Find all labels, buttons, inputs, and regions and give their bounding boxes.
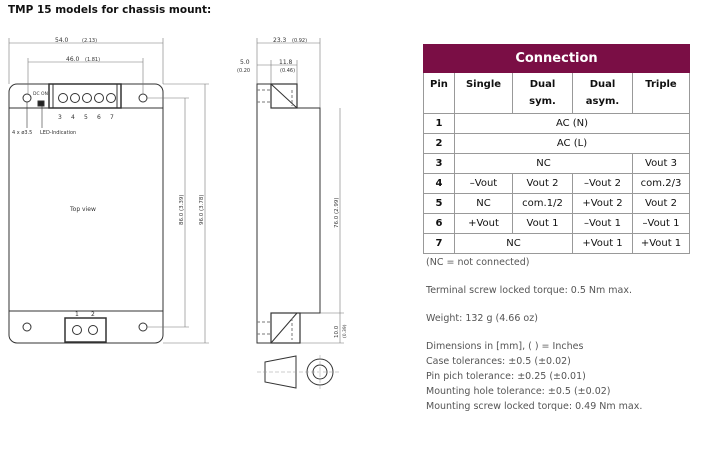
note-screw-torque: Mounting screw locked torque: 0.49 Nm ma…: [426, 401, 643, 412]
table-cell: +Vout 1: [632, 233, 690, 254]
table-title: Connection: [423, 44, 690, 73]
dim-hole-spacing: 46.0: [66, 56, 80, 63]
dim-offset-in: (0.20: [237, 68, 250, 74]
note-terminal-torque: Terminal screw locked torque: 0.5 Nm max…: [426, 285, 633, 296]
note-pin-tolerance: Pin pich tolerance: ±0.25 (±0.01): [426, 371, 586, 382]
section-title: TMP 15 models for chassis mount:: [8, 4, 212, 16]
pin-label: 4: [71, 114, 75, 121]
table-cell: +Vout 2: [572, 193, 633, 214]
table-cell: Vout 2: [512, 173, 573, 194]
pin-label: 1: [75, 311, 79, 318]
bottom-terminal-block: [64, 317, 107, 343]
col-dual-asym-sub: asym.: [585, 96, 620, 107]
top-view-label: Top view: [69, 206, 96, 213]
dim-width-total: 54.0: [55, 37, 69, 44]
led-indicator: [37, 100, 45, 107]
dim-depth-in: (0.92): [292, 38, 307, 44]
col-dual-sym-sub: sym.: [529, 96, 556, 107]
dim-width-total-in: (2.13): [82, 38, 97, 44]
dim-terminal-in: (0.46): [280, 68, 295, 74]
dim-offset: 5.0: [240, 59, 250, 66]
col-dual-asym: Dual: [589, 79, 616, 90]
note-weight: Weight: 132 g (4.66 oz): [426, 313, 538, 324]
dim-height-holes: 86.0 (3.39): [179, 194, 185, 225]
pin-label: 6: [97, 114, 101, 121]
pin-cell: 5: [423, 193, 455, 214]
table-cell: Vout 1: [512, 213, 573, 234]
note-nc: (NC = not connected): [426, 257, 530, 268]
pin-label: 2: [91, 311, 95, 318]
dim-body: 76.0 (2.99): [334, 197, 340, 228]
table-cell: +Vout 1: [572, 233, 633, 254]
table-cell: NC: [454, 233, 573, 254]
table-cell: –Vout 1: [572, 213, 633, 234]
notes: (NC = not connected) Terminal screw lock…: [426, 255, 642, 414]
holes-label: 4 x ø3.5: [12, 130, 32, 136]
table-cell: –Vout 2: [572, 173, 633, 194]
top-terminal-block: [48, 83, 122, 109]
table-cell: Vout 2: [632, 193, 690, 214]
note-case-tolerance: Case tolerances: ±0.5 (±0.02): [426, 356, 571, 367]
table-cell: –Vout 1: [632, 213, 690, 234]
dim-terminal: 11.8: [279, 59, 293, 66]
table-cell: Vout 3: [632, 153, 690, 174]
dim-bottom-in: (0.39): [342, 324, 348, 338]
dim-depth: 23.3: [273, 37, 287, 44]
front-view-body: [8, 83, 164, 344]
pin-cell: 4: [423, 173, 455, 194]
table-cell: AC (N): [454, 113, 690, 134]
side-view-body: [256, 83, 321, 344]
table-header-row: Pin Single Dual sym. Dual asym. Triple: [423, 72, 690, 114]
pin-label: 3: [58, 114, 62, 121]
col-pin: Pin: [430, 79, 448, 90]
connection-table: Connection Pin Single Dual sym. Dual asym.…: [423, 44, 690, 254]
table-cell: –Vout: [454, 173, 513, 194]
note-dimensions: Dimensions in [mm], ( ) = Inches: [426, 341, 584, 352]
table-cell: NC: [454, 153, 633, 174]
dim-height-total: 96.0 (3.78): [199, 194, 205, 225]
table-cell: com.2/3: [632, 173, 690, 194]
pin-cell: 7: [423, 233, 455, 254]
pin-label: 5: [84, 114, 88, 121]
col-dual-sym: Dual: [529, 79, 556, 90]
led-label: LED-Indication: [40, 130, 76, 136]
table-cell: AC (L): [454, 133, 690, 154]
pin-cell: 1: [423, 113, 455, 134]
spacer-side-icon: [264, 355, 297, 389]
col-single: Single: [465, 79, 502, 90]
pin-cell: 6: [423, 213, 455, 234]
col-triple: Triple: [645, 79, 677, 90]
table-cell: NC: [454, 193, 513, 214]
dim-hole-spacing-in: (1.81): [85, 57, 100, 63]
table-cell: com.1/2: [512, 193, 573, 214]
pin-label: 7: [110, 114, 114, 121]
dc-on-label: DC ON: [33, 91, 48, 97]
pin-cell: 2: [423, 133, 455, 154]
pin-cell: 3: [423, 153, 455, 174]
top-terminal-screws: [58, 93, 116, 103]
note-hole-tolerance: Mounting hole tolerance: ±0.5 (±0.02): [426, 386, 611, 397]
table-cell: +Vout: [454, 213, 513, 234]
dim-bottom: 10.0: [334, 325, 340, 338]
